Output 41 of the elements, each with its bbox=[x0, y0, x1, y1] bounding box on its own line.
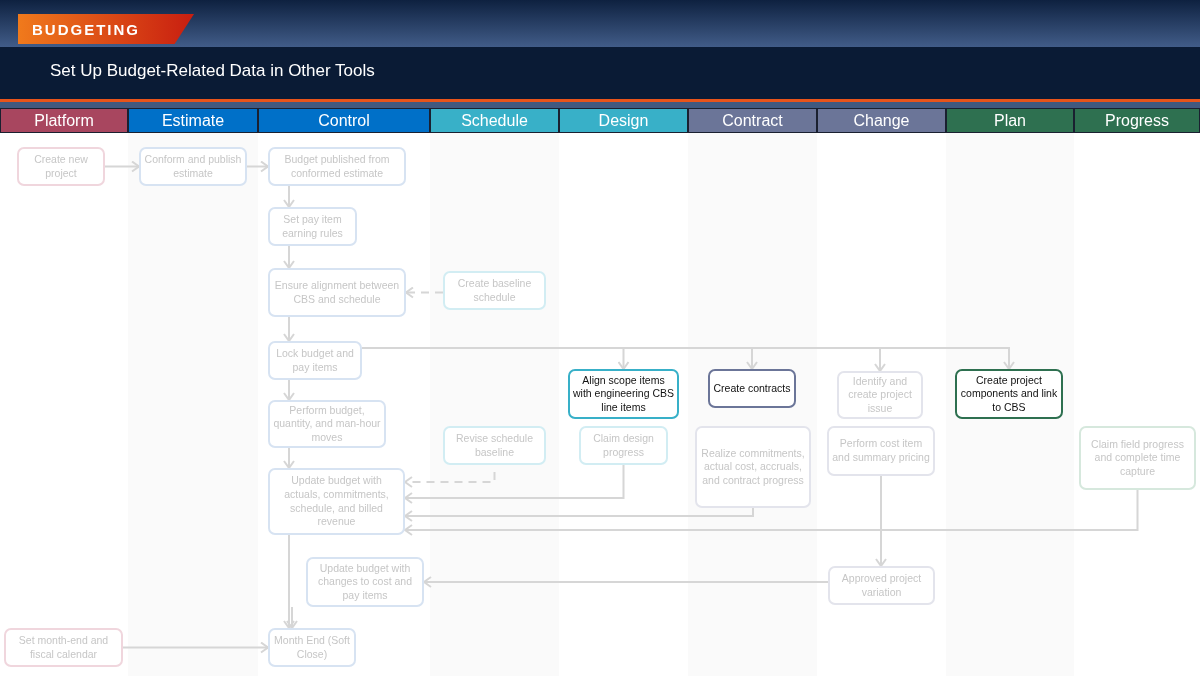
section-tag: BUDGETING bbox=[18, 14, 194, 44]
lane-header: Design bbox=[559, 108, 688, 133]
lane-header: Control bbox=[258, 108, 430, 133]
arrow bbox=[283, 245, 295, 269]
lane-header: Plan bbox=[946, 108, 1074, 133]
process-box: Align scope items with engineering CBS line items bbox=[568, 369, 679, 419]
process-box: Create contracts bbox=[708, 369, 796, 408]
arrow bbox=[246, 160, 269, 173]
arrow bbox=[283, 447, 295, 469]
arrow bbox=[404, 471, 496, 488]
process-box: Create baseline schedule bbox=[443, 271, 546, 310]
process-box: Realize commitments, actual cost, accruals, and contract progress bbox=[695, 426, 811, 508]
process-box: Update budget with actuals, commitments, schedule, and billed revenue bbox=[268, 468, 405, 535]
title: Set Up Budget-Related Data in Other Tools bbox=[50, 61, 375, 81]
process-box: Approved project variation bbox=[828, 566, 935, 605]
process-box: Ensure alignment between CBS and schedule bbox=[268, 268, 406, 317]
arrow bbox=[283, 316, 295, 342]
arrow bbox=[875, 475, 887, 567]
lane-header: Change bbox=[817, 108, 946, 133]
process-box: Claim design progress bbox=[579, 426, 668, 465]
arrow bbox=[283, 379, 295, 401]
arrow bbox=[404, 489, 1139, 536]
lane-header: Schedule bbox=[430, 108, 559, 133]
arrow bbox=[423, 576, 829, 588]
lane-header: Contract bbox=[688, 108, 817, 133]
arrow bbox=[283, 185, 295, 208]
process-box: Month End (Soft Close) bbox=[268, 628, 356, 667]
process-box: Create new project bbox=[17, 147, 105, 186]
lane-header: Estimate bbox=[128, 108, 258, 133]
arrow bbox=[283, 534, 295, 629]
arrow bbox=[404, 464, 625, 504]
arrow bbox=[122, 641, 269, 654]
process-box: Perform budget, quantity, and man-hour moves bbox=[268, 400, 386, 448]
arrow bbox=[286, 606, 298, 629]
arrow bbox=[404, 507, 754, 522]
lane-header: Progress bbox=[1074, 108, 1200, 133]
lane-header: Platform bbox=[0, 108, 128, 133]
process-box: Revise schedule baseline bbox=[443, 426, 546, 465]
process-box: Create project components and link to CBS bbox=[955, 369, 1063, 419]
arrow bbox=[104, 160, 140, 173]
arrow bbox=[405, 286, 444, 299]
